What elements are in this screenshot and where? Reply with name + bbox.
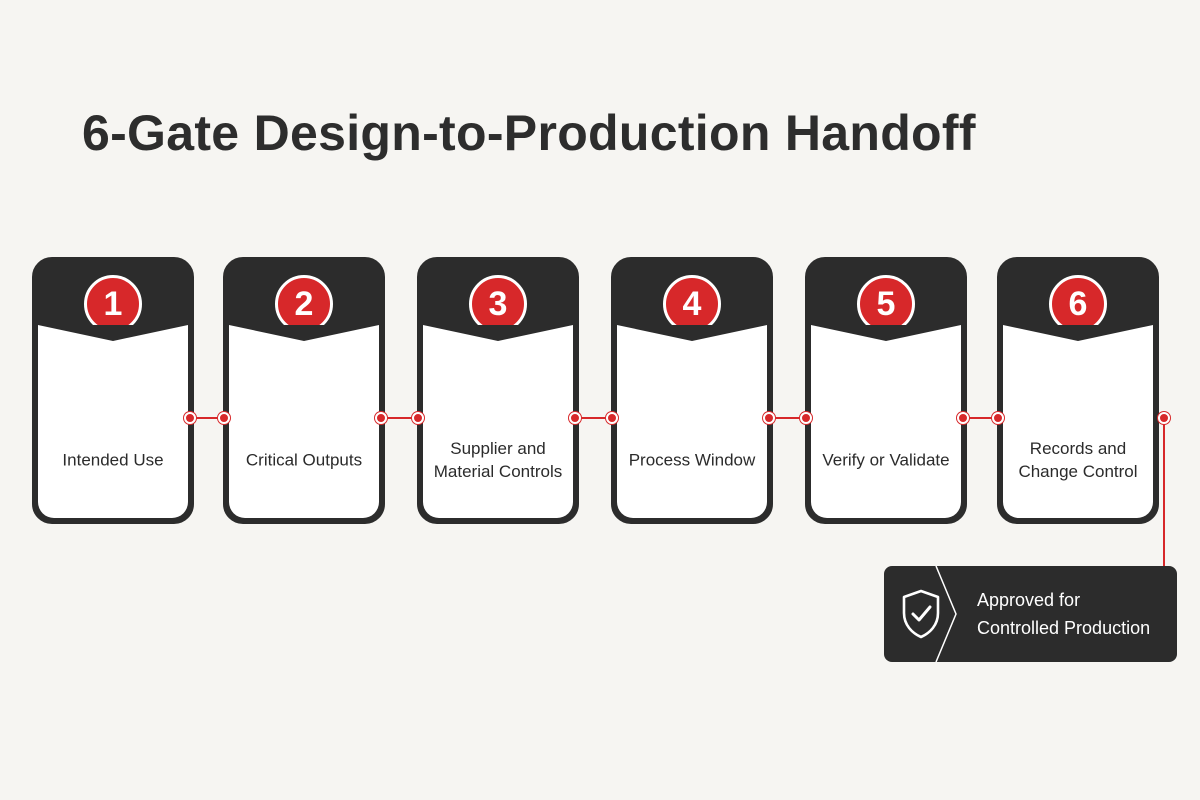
connector-dot xyxy=(606,412,618,424)
connector-dot xyxy=(992,412,1004,424)
connector-dot xyxy=(1158,412,1170,424)
outcome-box: Approved for Controlled Production xyxy=(884,566,1177,662)
gate-panel: Process Window xyxy=(617,325,767,518)
gate-card-5: 5 Verify or Validate xyxy=(805,257,967,524)
gate-number-badge: 3 xyxy=(469,275,527,333)
gate-card-3: 3 Supplier and Material Controls xyxy=(417,257,579,524)
gate-label: Records and Change Control xyxy=(1018,439,1138,481)
connector-line-5-6 xyxy=(967,417,999,419)
gate-card-1: 1 Intended Use xyxy=(32,257,194,524)
gate-panel: Critical Outputs xyxy=(229,325,379,518)
gate-label: Critical Outputs xyxy=(245,450,363,470)
connector-line-3-4 xyxy=(579,417,613,419)
connector-line-2-3 xyxy=(385,417,419,419)
gate-card-6: 6 Records and Change Control xyxy=(997,257,1159,524)
connector-line-1-2 xyxy=(194,417,225,419)
gate-panel: Supplier and Material Controls xyxy=(423,325,573,518)
connector-line-4-5 xyxy=(773,417,807,419)
gate-panel: Intended Use xyxy=(38,325,188,518)
gate-number-badge: 5 xyxy=(857,275,915,333)
outcome-label: Approved for Controlled Production xyxy=(977,590,1151,638)
gate-label: Supplier and Material Controls xyxy=(433,439,563,481)
shield-check-icon xyxy=(902,589,940,639)
connector-dot xyxy=(412,412,424,424)
diagram-title: 6-Gate Design-to-Production Handoff xyxy=(82,105,976,161)
connector-dot xyxy=(569,412,581,424)
gate-label: Verify or Validate xyxy=(822,450,950,470)
gate-number-badge: 6 xyxy=(1049,275,1107,333)
connector-dot xyxy=(800,412,812,424)
gate-panel: Records and Change Control xyxy=(1003,325,1153,518)
connector-dot xyxy=(375,412,387,424)
gate-label: Process Window xyxy=(628,450,756,470)
connector-line-6-outcome xyxy=(1163,424,1165,567)
gate-card-4: 4 Process Window xyxy=(611,257,773,524)
connector-dot xyxy=(763,412,775,424)
gate-number-badge: 1 xyxy=(84,275,142,333)
outcome-chevron xyxy=(935,566,957,662)
gate-panel: Verify or Validate xyxy=(811,325,961,518)
gate-label: Intended Use xyxy=(62,450,164,470)
connector-dot xyxy=(184,412,196,424)
connector-dot xyxy=(957,412,969,424)
gate-card-2: 2 Critical Outputs xyxy=(223,257,385,524)
connector-dot xyxy=(218,412,230,424)
